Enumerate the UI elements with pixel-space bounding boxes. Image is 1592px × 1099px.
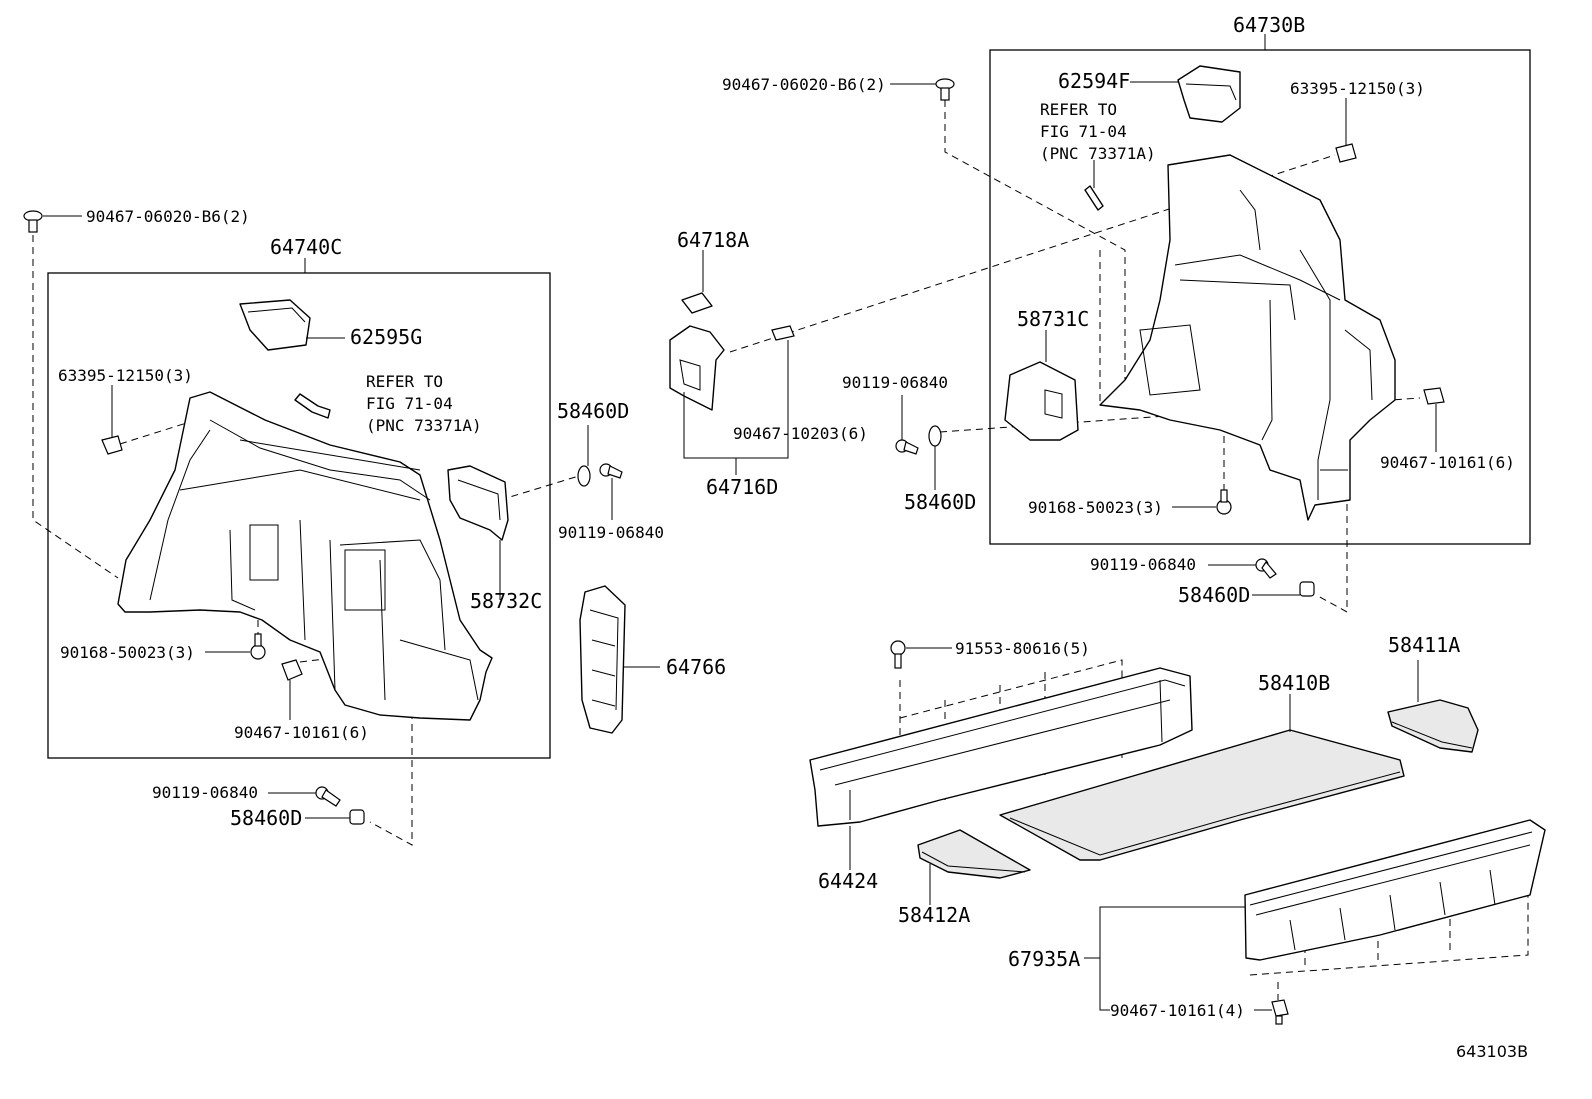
screw-90119-right — [1208, 558, 1277, 579]
part-64730B-right-trim-panel — [1099, 154, 1396, 521]
refer-note-right-line3: (PNC 73371A) — [1040, 144, 1156, 163]
label-90119-left: 90119-06840 — [152, 783, 258, 802]
part-58412A-side-board — [917, 829, 1031, 905]
label-64740C: 64740C — [270, 235, 342, 259]
clip-90467-10161-left — [281, 659, 303, 720]
label-90119-mid: 90119-06840 — [558, 523, 664, 542]
label-58460D-right: 58460D — [1178, 583, 1250, 607]
refer-note-left-line2: FIG 71-04 — [366, 394, 453, 413]
label-64716D: 64716D — [706, 475, 778, 499]
label-91553: 91553-80616(5) — [955, 639, 1090, 658]
screw-90119-left — [268, 786, 341, 807]
label-90467-10203: 90467-10203(6) — [733, 424, 868, 443]
label-62594F: 62594F — [1058, 69, 1130, 93]
label-90467-10161-bottom: 90467-10161(4) — [1110, 1001, 1245, 1020]
label-67935A: 67935A — [1008, 947, 1080, 971]
figure-id: 643103B — [1456, 1042, 1528, 1061]
part-64424-floor-rail — [809, 667, 1193, 870]
part-labels: 64730B 62594F 63395-12150(3) 90467-06020… — [58, 13, 1528, 1061]
part-73371A-hook-right — [1084, 160, 1104, 211]
group-box-64740C — [47, 272, 551, 759]
label-90168-right: 90168-50023(3) — [1028, 498, 1163, 517]
clip-90467-10161-bottom — [1254, 999, 1289, 1025]
refer-note-right-line2: FIG 71-04 — [1040, 122, 1127, 141]
screw-90119-center — [895, 395, 919, 455]
part-62595G-pocket — [239, 299, 345, 351]
part-62594F-pocket — [1130, 65, 1241, 123]
screw-90168-right — [1172, 489, 1232, 515]
label-64766: 64766 — [666, 655, 726, 679]
screw-90119-mid — [599, 463, 623, 520]
group-box-64730B — [989, 49, 1531, 545]
label-63395-left: 63395-12150(3) — [58, 366, 193, 385]
refer-note-left-line1: REFER TO — [366, 372, 443, 391]
part-64740C-left-trim-panel — [117, 391, 493, 721]
label-64730B: 64730B — [1233, 13, 1305, 37]
nut-58460D-right — [1252, 581, 1315, 597]
clip-63395-right — [1335, 98, 1357, 163]
screw-91553 — [890, 640, 952, 669]
clip-90467-10203 — [771, 325, 795, 341]
label-62595G: 62595G — [350, 325, 422, 349]
label-58460D-center: 58460D — [904, 490, 976, 514]
part-67935A-scuff-plate — [1084, 819, 1546, 1011]
nut-58460D-left — [305, 809, 365, 825]
part-58410B-floor-board — [999, 694, 1405, 861]
part-64766-bracket — [579, 585, 660, 734]
part-58411A-side-board — [1387, 660, 1479, 753]
clip-63395-left — [101, 385, 123, 455]
label-90119-right: 90119-06840 — [1090, 555, 1196, 574]
label-64718A: 64718A — [677, 228, 749, 252]
label-58410B: 58410B — [1258, 671, 1330, 695]
part-58732C-bracket — [447, 465, 509, 600]
label-90168-left: 90168-50023(3) — [60, 643, 195, 662]
label-90467-06020-left: 90467-06020-B6(2) — [86, 207, 250, 226]
label-58412A: 58412A — [898, 903, 970, 927]
part-64716D-cover — [669, 325, 789, 475]
label-63395-right: 63395-12150(3) — [1290, 79, 1425, 98]
label-58731C: 58731C — [1017, 307, 1089, 331]
part-64718A-cap — [681, 250, 713, 314]
clip-90467-06020-left — [23, 210, 82, 233]
refer-note-right-line1: REFER TO — [1040, 100, 1117, 119]
part-58731C-bracket — [1004, 330, 1079, 441]
label-90467-10161-left: 90467-10161(6) — [234, 723, 369, 742]
clip-90467-10161-right — [1423, 387, 1445, 452]
label-90119-center: 90119-06840 — [842, 373, 948, 392]
refer-note-left-line3: (PNC 73371A) — [366, 416, 482, 435]
label-58460D-left: 58460D — [230, 806, 302, 830]
clip-90467-06020-center — [890, 78, 955, 101]
nut-58460D-mid — [577, 425, 591, 487]
screw-90168-left — [205, 633, 266, 660]
label-90467-10161-right: 90467-10161(6) — [1380, 453, 1515, 472]
label-58732C: 58732C — [470, 589, 542, 613]
nut-58460D-center — [928, 425, 942, 490]
label-58460D-mid: 58460D — [557, 399, 629, 423]
label-58411A: 58411A — [1388, 633, 1460, 657]
label-64424: 64424 — [818, 869, 878, 893]
label-90467-06020-center: 90467-06020-B6(2) — [722, 75, 886, 94]
part-73371A-hook-left — [294, 393, 331, 419]
